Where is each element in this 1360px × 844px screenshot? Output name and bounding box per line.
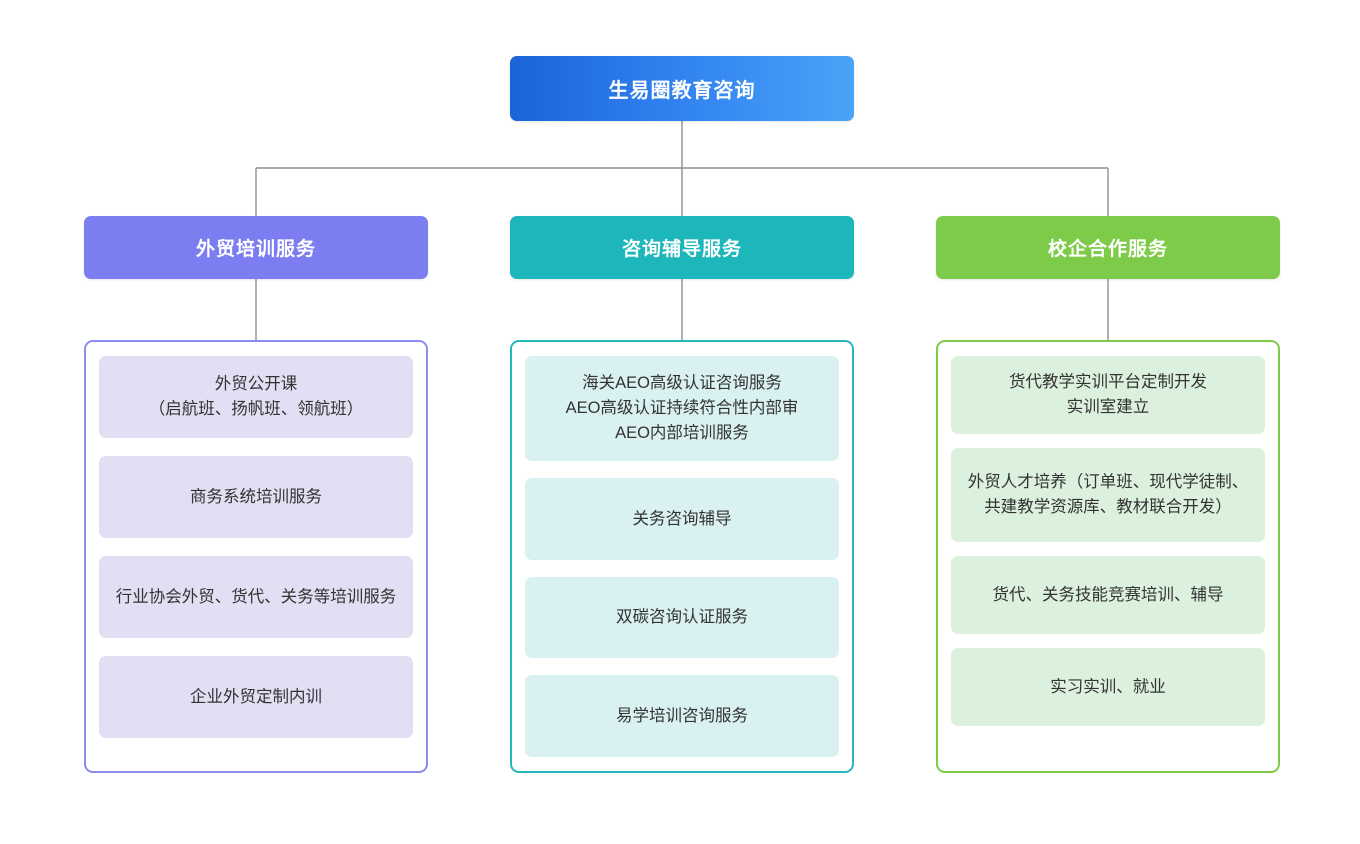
category-header-1-label: 外贸培训服务 (195, 239, 316, 260)
list-item[interactable]: 实习实训、就业 (951, 648, 1265, 726)
category-header-2[interactable]: 咨询辅导服务 (510, 216, 854, 279)
list-item[interactable]: 货代教学实训平台定制开发 实训室建立 (951, 356, 1265, 434)
list-item[interactable]: 商务系统培训服务 (99, 456, 413, 538)
category-group-3: 货代教学实训平台定制开发 实训室建立 外贸人才培养（订单班、现代学徒制、共建教学… (936, 340, 1280, 773)
list-item[interactable]: 货代、关务技能竞赛培训、辅导 (951, 556, 1265, 634)
list-item[interactable]: 易学培训咨询服务 (525, 675, 839, 758)
list-item[interactable]: 海关AEO高级认证咨询服务 AEO高级认证持续符合性内部审 AEO内部培训服务 (525, 356, 839, 462)
root-node-label: 生易圈教育咨询 (608, 80, 756, 102)
category-group-2: 海关AEO高级认证咨询服务 AEO高级认证持续符合性内部审 AEO内部培训服务 … (510, 340, 854, 773)
category-header-3-label: 校企合作服务 (1047, 239, 1168, 260)
category-group-1: 外贸公开课 （启航班、扬帆班、领航班） 商务系统培训服务 行业协会外贸、货代、关… (84, 340, 428, 773)
list-item[interactable]: 外贸人才培养（订单班、现代学徒制、共建教学资源库、教材联合开发） (951, 448, 1265, 542)
branch-column-3: 校企合作服务 货代教学实训平台定制开发 实训室建立 外贸人才培养（订单班、现代学… (936, 216, 1280, 773)
branch-column-1: 外贸培训服务 外贸公开课 （启航班、扬帆班、领航班） 商务系统培训服务 行业协会… (84, 216, 428, 773)
root-node[interactable]: 生易圈教育咨询 (510, 56, 854, 121)
list-item[interactable]: 行业协会外贸、货代、关务等培训服务 (99, 556, 413, 638)
category-header-1[interactable]: 外贸培训服务 (84, 216, 428, 279)
list-item[interactable]: 关务咨询辅导 (525, 478, 839, 560)
list-item[interactable]: 外贸公开课 （启航班、扬帆班、领航班） (99, 356, 413, 438)
list-item[interactable]: 企业外贸定制内训 (99, 656, 413, 738)
branch-column-2: 咨询辅导服务 海关AEO高级认证咨询服务 AEO高级认证持续符合性内部审 AEO… (510, 216, 854, 773)
category-header-3[interactable]: 校企合作服务 (936, 216, 1280, 279)
list-item[interactable]: 双碳咨询认证服务 (525, 576, 839, 659)
category-header-2-label: 咨询辅导服务 (621, 239, 742, 260)
